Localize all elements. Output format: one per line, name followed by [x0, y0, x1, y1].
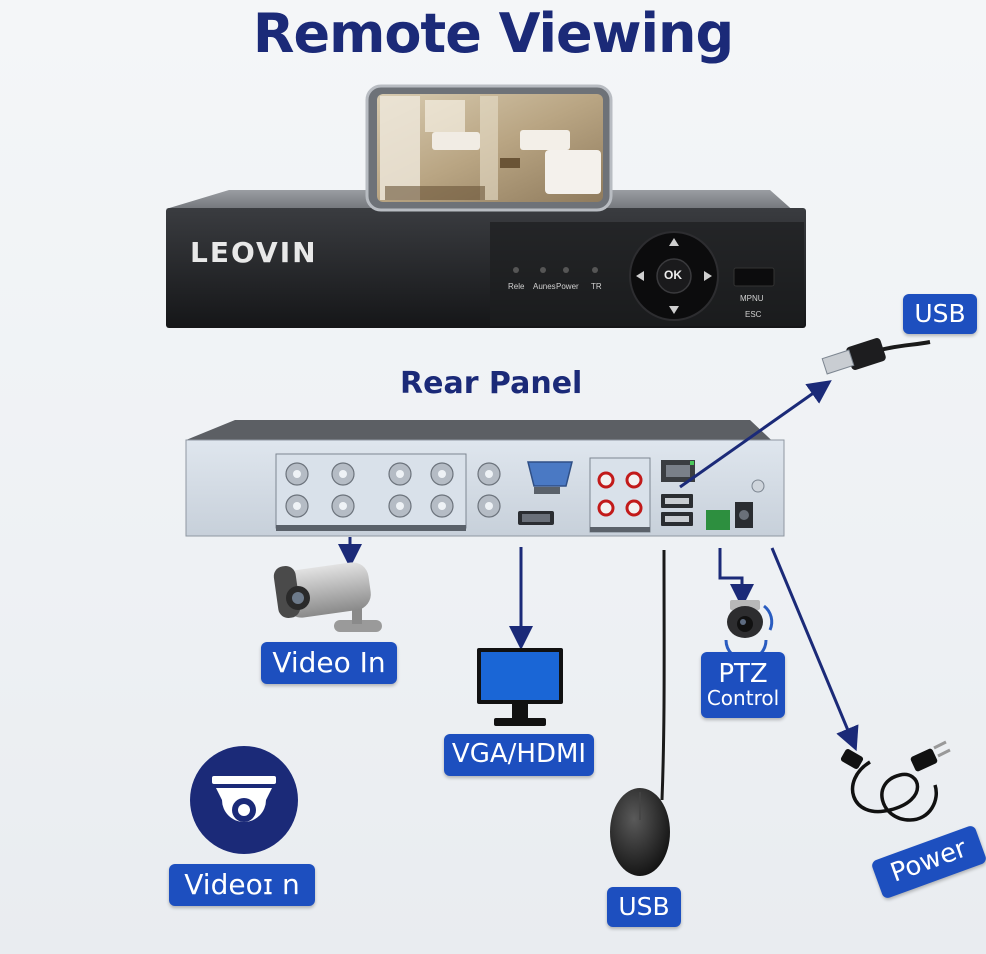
ptz-control-badge: PTZ Control: [701, 652, 785, 718]
control-label: Control: [706, 686, 780, 711]
connection-lines: [338, 380, 859, 752]
brand-logo: LEOVIN: [190, 236, 318, 269]
menu-label: MPNU: [740, 294, 764, 303]
esc-label: ESC: [745, 310, 762, 319]
smartphone: [365, 84, 613, 212]
usb-plug: [821, 338, 931, 375]
power-cable: [840, 740, 951, 822]
rear-panel-title: Rear Panel: [400, 366, 583, 401]
led-label: Power: [556, 282, 579, 291]
led-label: TR: [591, 282, 602, 291]
vga-hdmi-badge: VGA/HDMI: [444, 734, 594, 776]
usb-badge-top: USB: [903, 294, 977, 334]
video-in-badge-secondary: Videoɪ n: [169, 864, 315, 906]
bullet-camera: [273, 562, 382, 632]
dome-camera-icon: [190, 746, 298, 854]
page-title: Remote Viewing: [252, 2, 734, 65]
ok-button-label: OK: [664, 268, 682, 282]
video-in-badge: Video In: [261, 642, 397, 684]
led-label: Rele: [508, 282, 525, 291]
ptz-label: PTZ: [718, 658, 768, 689]
mouse: [610, 788, 670, 876]
dvr-rear: [185, 420, 785, 537]
usb-badge-bottom: USB: [607, 887, 681, 927]
ptz-camera: [724, 600, 774, 662]
monitor: [477, 648, 563, 726]
led-label: Aunes: [533, 282, 556, 291]
